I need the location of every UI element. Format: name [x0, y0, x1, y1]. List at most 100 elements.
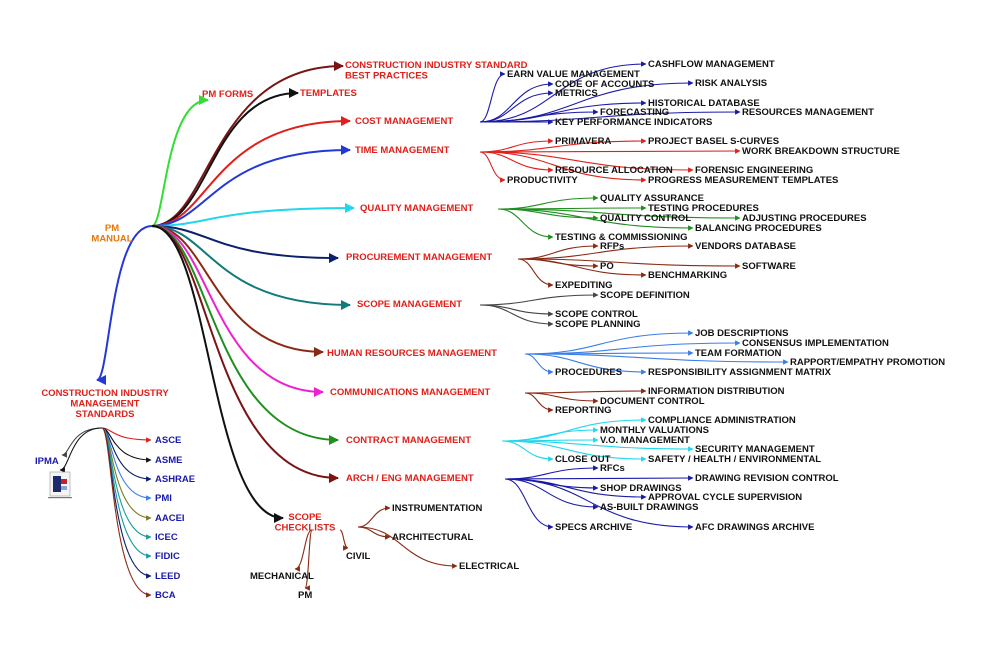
- branch-pmforms: PM FORMS: [202, 89, 253, 100]
- node-earn-value-management-connector: [479, 71, 506, 123]
- branch-cisbp-connector: [151, 61, 344, 227]
- node-pm: PM: [298, 590, 312, 601]
- node-approval-cycle-supervision: APPROVAL CYCLE SUPERVISION: [648, 492, 802, 503]
- node-progress-measurement-templates: PROGRESS MEASUREMENT TEMPLATES: [648, 175, 838, 186]
- node-expediting-connector: [517, 258, 554, 288]
- node-electrical-connector: [357, 526, 458, 569]
- branch-time-connector: [151, 145, 351, 227]
- node-security-management: SECURITY MANAGEMENT: [695, 444, 815, 455]
- node-expediting: EXPEDITING: [555, 280, 613, 291]
- node-pm-connector: [304, 529, 313, 591]
- node-as-built-drawings-connector: [504, 478, 599, 510]
- node-drawing-revision-control-connector: [504, 475, 694, 481]
- node-rfcs: RFCs: [600, 463, 625, 474]
- node-project-basel-s-curves: PROJECT BASEL S-CURVES: [648, 136, 779, 147]
- node-close-out-connector: [501, 440, 554, 462]
- node-information-distribution-connector: [524, 388, 647, 394]
- node-architectural: ARCHITECTURAL: [392, 532, 473, 543]
- node-reporting-connector: [524, 392, 554, 413]
- node-resource-allocation: RESOURCE ALLOCATION: [555, 165, 673, 176]
- standard-ashrae: ASHRAE: [155, 474, 195, 485]
- node-testing-commissioning-connector: [497, 208, 554, 240]
- node-scope-definition-connector: [479, 292, 599, 306]
- node-software-connector: [517, 258, 741, 269]
- standard-bca: BCA: [155, 590, 176, 601]
- node-safety-health-environmental-connector: [501, 440, 647, 462]
- branch-proc: PROCUREMENT MANAGEMENT: [346, 252, 492, 263]
- node-civil-connector: [339, 529, 349, 551]
- node-scope-planning-connector: [479, 304, 554, 327]
- node-cashflow-management: CASHFLOW MANAGEMENT: [648, 59, 775, 70]
- node-procedures-connector: [524, 353, 554, 375]
- node-adjusting-procedures-connector: [497, 208, 741, 221]
- node-rapport-empathy-promotion-connector: [524, 353, 789, 365]
- branch-hr: HUMAN RESOURCES MANAGEMENT: [327, 348, 497, 359]
- node-forensic-engineering: FORENSIC ENGINEERING: [695, 165, 813, 176]
- node-rapport-empathy-promotion: RAPPORT/EMPATHY PROMOTION: [790, 357, 945, 368]
- standard-ipma: IPMA: [35, 456, 59, 467]
- standard-fidic: FIDIC: [155, 551, 180, 562]
- branch-contract-connector: [151, 225, 339, 445]
- node-instrumentation: INSTRUMENTATION: [392, 503, 483, 514]
- node-responsibility-assignment-matrix: RESPONSIBILITY ASSIGNMENT MATRIX: [648, 367, 832, 378]
- node-as-built-drawings: AS-BUILT DRAWINGS: [600, 502, 699, 513]
- node-adjusting-procedures: ADJUSTING PROCEDURES: [742, 213, 867, 224]
- node-scope-definition: SCOPE DEFINITION: [600, 290, 690, 301]
- branch-cost: COST MANAGEMENT: [355, 116, 453, 127]
- node-consensus-implementation: CONSENSUS IMPLEMENTATION: [742, 338, 889, 349]
- standard-bca-connector: [101, 427, 152, 598]
- logo-mark-dark: [53, 476, 61, 492]
- node-benchmarking-connector: [517, 258, 647, 278]
- node-drawing-revision-control: DRAWING REVISION CONTROL: [695, 473, 839, 484]
- node-information-distribution: INFORMATION DISTRIBUTION: [648, 386, 785, 397]
- branch-templates: TEMPLATES: [300, 88, 357, 99]
- node-forensic-engineering-connector: [479, 151, 694, 173]
- node-security-management-connector: [501, 440, 694, 452]
- standard-pmi: PMI: [155, 493, 172, 504]
- branch-cost-connector: [151, 116, 351, 227]
- node-testing-procedures: TESTING PROCEDURES: [648, 203, 759, 214]
- node-job-descriptions-connector: [524, 330, 694, 355]
- node-quality-control: QUALITY CONTROL: [600, 213, 691, 224]
- node-scope-control: SCOPE CONTROL: [555, 309, 638, 320]
- node-work-breakdown-structure-connector: [479, 148, 741, 154]
- node-quality-assurance: QUALITY ASSURANCE: [600, 193, 704, 204]
- logo-mark-light: [61, 486, 67, 490]
- branch-templates-connector: [151, 88, 299, 227]
- branch-arch: ARCH / ENG MANAGEMENT: [346, 473, 474, 484]
- node-productivity: PRODUCTIVITY: [507, 175, 578, 186]
- node-v-o-management: V.O. MANAGEMENT: [600, 435, 690, 446]
- node-mechanical: MECHANICAL: [250, 571, 314, 582]
- node-civil: CIVIL: [346, 551, 370, 562]
- node-testing-commissioning: TESTING & COMMISSIONING: [555, 232, 687, 243]
- node-benchmarking: BENCHMARKING: [648, 270, 727, 281]
- node-metrics-connector: [479, 90, 554, 123]
- node-rfcs-connector: [504, 465, 599, 480]
- node-instrumentation-connector: [357, 505, 391, 528]
- node-risk-analysis: RISK ANALYSIS: [695, 78, 767, 89]
- node-balancing-procedures: BALANCING PROCEDURES: [695, 223, 822, 234]
- branch-scope-connector: [151, 225, 351, 310]
- node-forecasting: FORECASTING: [600, 107, 669, 118]
- node-procedures: PROCEDURES: [555, 367, 622, 378]
- node-resources-management: RESOURCES MANAGEMENT: [742, 107, 874, 118]
- node-close-out: CLOSE OUT: [555, 454, 611, 465]
- standard-icec: ICEC: [155, 532, 178, 543]
- branch-pmforms-connector: [151, 95, 209, 227]
- node-key-performance-indicators: KEY PERFORMANCE INDICATORS: [555, 117, 712, 128]
- branch-quality-connector: [151, 203, 355, 227]
- node-rfps: RFPs: [600, 241, 624, 252]
- node-mechanical-connector: [294, 529, 313, 572]
- branch-arch-connector: [151, 225, 339, 483]
- node-specs-archive-connector: [504, 478, 554, 530]
- node-afc-drawings-archive-connector: [504, 478, 694, 530]
- branch-quality: QUALITY MANAGEMENT: [360, 203, 473, 214]
- node-primavera: PRIMAVERA: [555, 136, 611, 147]
